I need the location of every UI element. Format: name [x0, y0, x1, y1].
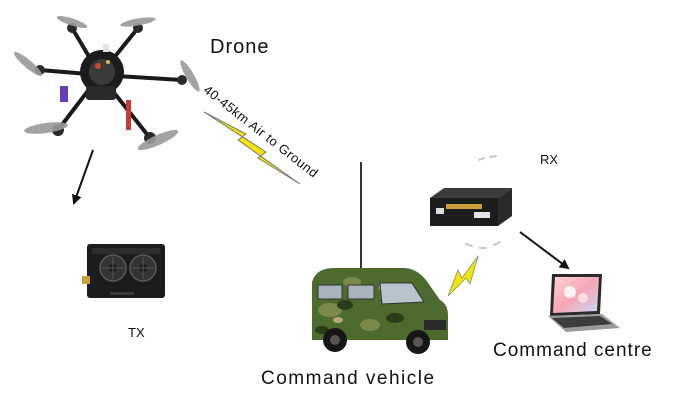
signal-dashes	[465, 155, 501, 249]
drone-label: Drone	[210, 36, 270, 58]
rx-module-icon	[430, 188, 512, 226]
command-vehicle-icon	[312, 268, 448, 354]
arrow-icon	[71, 149, 94, 205]
arrow-icon	[519, 231, 570, 270]
tx-module-icon	[82, 244, 165, 298]
lightning-bolt-icon	[447, 255, 479, 297]
tx-label: TX	[128, 325, 145, 340]
rx-label: RX	[540, 152, 559, 167]
lightning-bolt-icon	[203, 111, 301, 185]
command-centre-label: Command centre	[493, 340, 653, 361]
laptop-icon	[548, 274, 620, 332]
command-vehicle-label: Command vehicle	[261, 368, 436, 389]
drone-icon	[13, 16, 200, 151]
